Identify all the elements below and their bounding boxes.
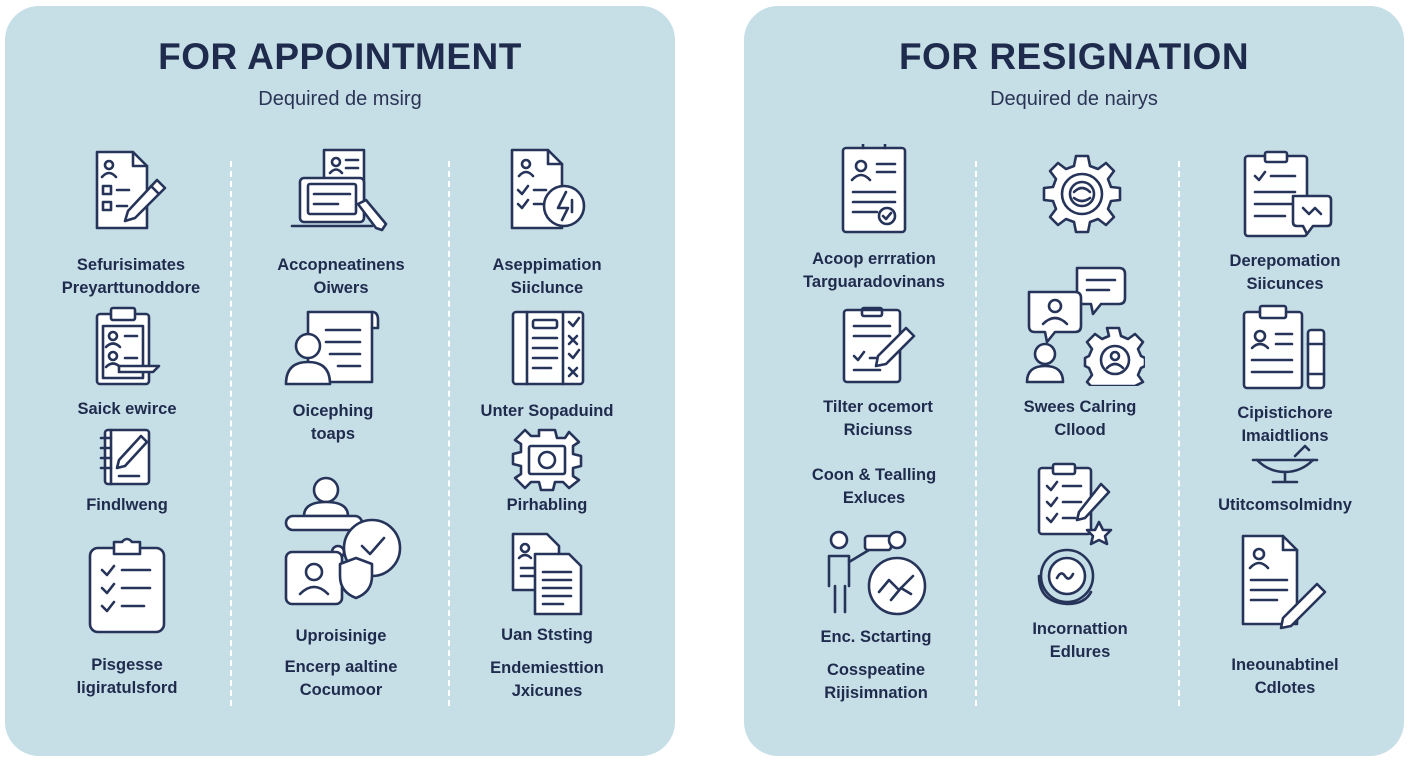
- clipboard-profile-icon: [12, 306, 242, 388]
- item-label: Acoop errration: [812, 250, 936, 268]
- item-label: Targuaradovinans: [803, 273, 945, 291]
- list-item: Utitcomsolmidny: [1170, 442, 1400, 517]
- item-label: Uan Ststing: [501, 626, 593, 644]
- item-label: Cocumoor: [299, 681, 383, 699]
- item-label: Tilter ocemort: [823, 398, 933, 416]
- item-label: Cipistichore: [1237, 404, 1333, 422]
- document-check-icon: [759, 144, 989, 236]
- list-item: Pirhabling: [432, 426, 662, 517]
- list-item: Oicephing toaps: [218, 308, 448, 446]
- list-item: Swees Calring Cllood: [965, 262, 1195, 442]
- list-item: Uan Ststing Endemiesttion Jxicunes: [432, 530, 662, 703]
- column-divider: [230, 161, 232, 706]
- document-pencil-icon: [16, 148, 246, 234]
- appointment-panel: FOR APPOINTMENT Dequired de msirg Sefuri…: [5, 6, 675, 756]
- item-label: ligiratulsford: [76, 679, 178, 697]
- item-label: Ineounabtinel: [1231, 656, 1339, 674]
- list-item: Tilter ocemort Riciunss: [763, 306, 993, 442]
- item-label: Pirhabling: [506, 496, 588, 514]
- resignation-panel: FOR RESIGNATION Dequired de nairys Acoop…: [744, 6, 1404, 756]
- item-label: Unter Sopaduind: [480, 402, 614, 420]
- item-label: Encerp aaltine: [284, 658, 398, 676]
- list-item: Sefurisimates Preyarttunoddore: [16, 148, 246, 300]
- list-item: Derepomation Siicunces: [1170, 150, 1400, 296]
- appointment-subtitle: Dequired de msirg: [258, 88, 422, 110]
- item-label: Accopneatinens: [277, 256, 405, 274]
- clipboard-cycle-icon: [965, 462, 1195, 614]
- checklist-book-icon: [432, 308, 662, 388]
- clipboard-pencil-icon: [763, 306, 993, 386]
- clipboard-checklist-icon: [12, 536, 242, 636]
- item-label: Cosspeatine: [826, 661, 926, 679]
- item-label: Findlweng: [86, 496, 168, 514]
- resignation-subtitle: Dequired de nairys: [990, 88, 1158, 110]
- item-label: Swees Calring: [1023, 398, 1137, 416]
- item-label: Cdlotes: [1254, 679, 1316, 697]
- item-label: Aseppimation: [492, 256, 602, 274]
- column-divider: [448, 161, 450, 706]
- list-item: Aseppimation Siiclunce: [432, 148, 662, 300]
- list-item: Uproisinige Encerp aaltine Cocumoor: [226, 476, 456, 702]
- item-label: Endemiesttion: [490, 659, 604, 677]
- list-item: Enc. Sctarting Cosspeatine Rijisimnation: [761, 526, 991, 705]
- item-label: Sefurisimates: [76, 256, 186, 274]
- funnel-icon: [1170, 442, 1400, 490]
- item-label: Derepomation: [1229, 252, 1341, 270]
- list-item: [967, 152, 1197, 236]
- document-signature-icon: [1170, 532, 1400, 640]
- appointment-title: FOR APPOINTMENT: [158, 36, 522, 77]
- item-label: Oicephing: [292, 402, 374, 420]
- column-divider: [975, 161, 977, 706]
- gear-chip-icon: [432, 426, 662, 492]
- gear-icon: [967, 152, 1197, 236]
- item-label: Rijisimnation: [824, 684, 928, 702]
- resignation-title: FOR RESIGNATION: [898, 36, 1250, 77]
- item-label: Pisgesse: [91, 656, 163, 674]
- item-label: Oiwers: [313, 279, 369, 297]
- list-item: Unter Sopaduind: [432, 308, 662, 423]
- item-label: Siiclunce: [510, 279, 584, 297]
- list-item: Saick ewirce: [12, 306, 242, 421]
- list-item: Pisgesse ligiratulsford: [12, 536, 242, 700]
- item-label: Exluces: [842, 489, 906, 507]
- item-label: Incornattion: [1032, 620, 1128, 638]
- clipboard-chat-icon: [1170, 150, 1400, 240]
- list-item: Ineounabtinel Cdlotes: [1170, 532, 1400, 700]
- person-document-icon: [218, 308, 448, 388]
- presenter-chart-icon: [761, 526, 991, 620]
- list-item: Incornattion Edlures: [965, 462, 1195, 664]
- documents-stack-icon: [432, 530, 662, 618]
- list-item: Coon & Tealling Exluces: [759, 464, 989, 510]
- item-label: Coon & Tealling: [811, 466, 937, 484]
- laptop-document-icon: [226, 148, 456, 238]
- item-label: Jxicunes: [511, 682, 583, 700]
- item-label: Edlures: [1049, 643, 1111, 661]
- item-label: toaps: [310, 425, 355, 443]
- item-label: Imaidtlions: [1241, 427, 1329, 445]
- item-label: Cllood: [1054, 421, 1106, 439]
- column-divider: [1178, 161, 1180, 706]
- list-item: Acoop errration Targuaradovinans: [759, 144, 989, 294]
- clipboard-bottle-icon: [1170, 304, 1400, 390]
- chat-people-gear-icon: [965, 262, 1195, 386]
- item-label: Preyarttunoddore: [61, 279, 201, 297]
- item-label: Saick ewirce: [77, 400, 177, 418]
- document-badge-icon: [432, 148, 662, 238]
- list-item: Findlweng: [12, 426, 242, 517]
- item-label: Riciunss: [843, 421, 913, 439]
- notebook-pencil-icon: [12, 426, 242, 488]
- item-label: Siicunces: [1246, 275, 1324, 293]
- list-item: Cipistichore Imaidtlions: [1170, 304, 1400, 448]
- list-item: Accopneatinens Oiwers: [226, 148, 456, 300]
- item-label: Utitcomsolmidny: [1218, 496, 1352, 514]
- item-label: Uproisinige: [295, 627, 387, 645]
- people-shield-icon: [226, 476, 456, 611]
- item-label: Enc. Sctarting: [820, 628, 932, 646]
